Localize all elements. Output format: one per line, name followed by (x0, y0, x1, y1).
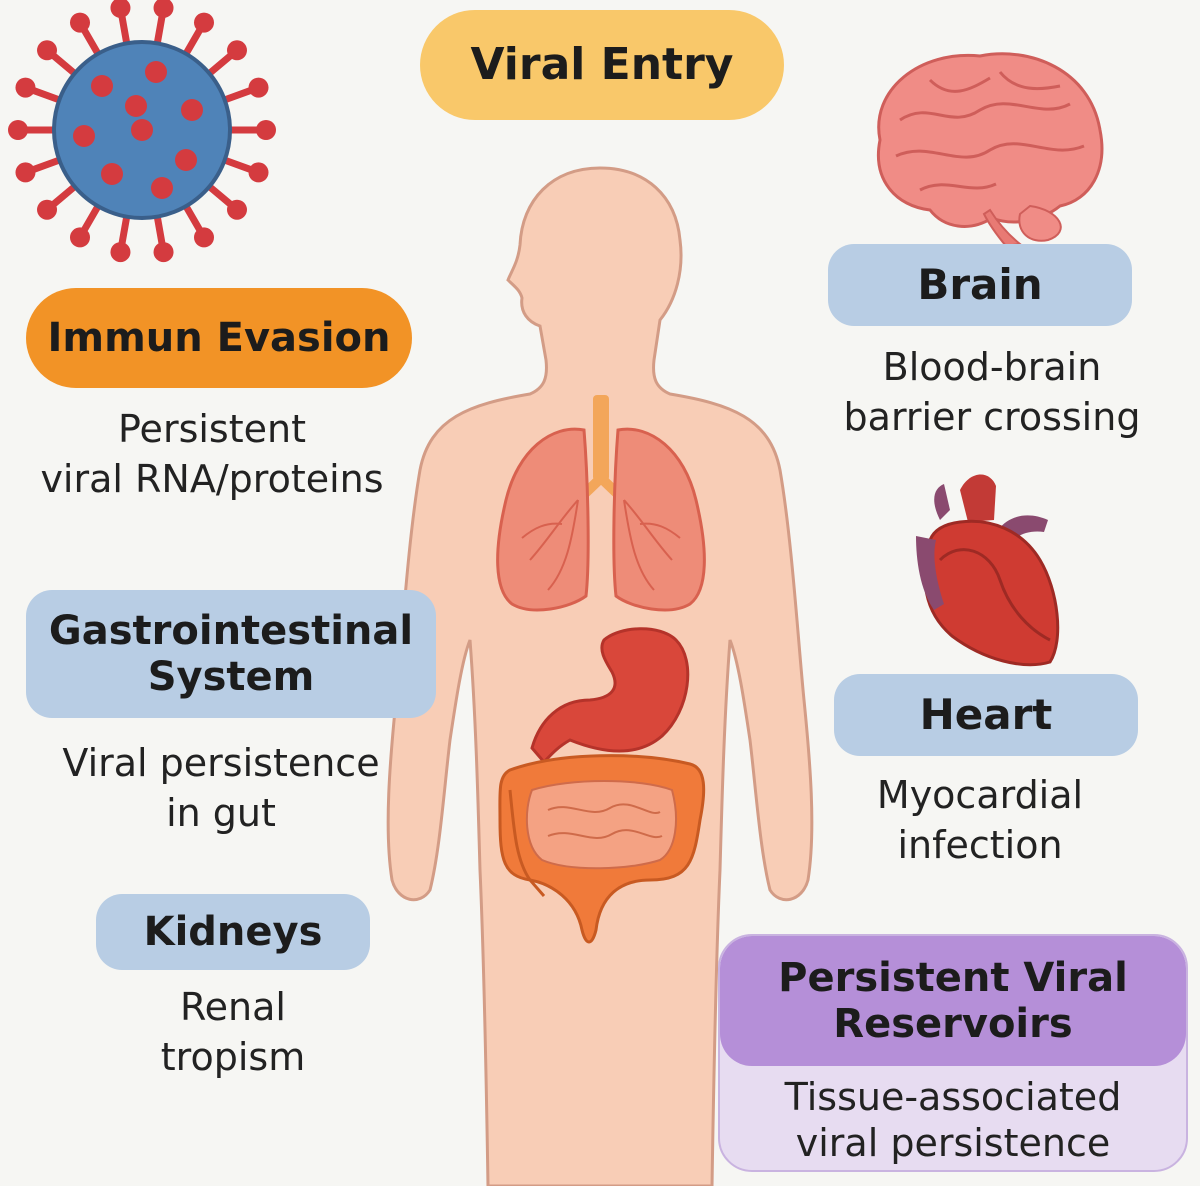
virus-spike-tip (15, 162, 36, 183)
reservoirs-desc-line-2: viral persistence (795, 1121, 1111, 1165)
virus-spike-tip (248, 162, 269, 183)
virus-surface-protein (175, 149, 197, 171)
virus-icon (8, 0, 276, 263)
kidneys-label: Kidneys (96, 894, 370, 970)
virus-spike (25, 85, 67, 105)
gastrointestinal-desc-line-2: in gut (166, 791, 276, 835)
kidneys-description: Renal tropism (96, 982, 370, 1082)
virus-surface-protein (181, 99, 203, 121)
intestines-icon (498, 754, 706, 944)
virus-surface-protein (73, 125, 95, 147)
virus-spike-tip (226, 199, 247, 220)
virus-spike-tip (194, 227, 214, 248)
virus-spike-tip (256, 120, 276, 140)
virus-spike-tip (153, 242, 174, 263)
kidneys-desc-line-2: tropism (160, 1035, 306, 1079)
virus-surface-protein (131, 119, 153, 141)
brain-label: Brain (828, 244, 1132, 326)
virus-spike-tip (248, 77, 269, 98)
virus-surface-protein (125, 95, 147, 117)
virus-spike-tip (110, 0, 131, 18)
virus-spike-tip (153, 0, 174, 18)
brain-icon (877, 52, 1104, 248)
heart-label: Heart (834, 674, 1138, 756)
stomach-icon (530, 627, 690, 765)
virus-spike-tip (226, 40, 247, 61)
immune-evasion-desc-line-1: Persistent (118, 407, 306, 451)
gastrointestinal-label: Gastrointestinal System (26, 590, 436, 718)
virus-spike-tip (37, 199, 58, 220)
virus-spike-tip (194, 12, 214, 33)
kidneys-desc-line-1: Renal (179, 985, 286, 1029)
brain-desc-line-1: Blood-brain (882, 345, 1102, 389)
virus-spike-tip (110, 242, 131, 263)
brain-description: Blood-brain barrier crossing (812, 342, 1172, 442)
human-body-icon (386, 166, 814, 1186)
gastrointestinal-description: Viral persistence in gut (26, 738, 416, 838)
reservoirs-title-line-2: Reservoirs (833, 1001, 1073, 1047)
virus-surface-protein (101, 163, 123, 185)
heart-description: Myocardial infection (820, 770, 1140, 870)
reservoirs-title-line-1: Persistent Viral (778, 955, 1128, 1001)
reservoirs-description: Tissue-associated viral persistence (720, 1074, 1186, 1166)
virus-surface-protein (145, 61, 167, 83)
virus-spike-tip (37, 40, 58, 61)
virus-surface-protein (91, 75, 113, 97)
heart-desc-line-2: infection (897, 823, 1063, 867)
reservoirs-box: Persistent Viral Reservoirs Tissue-assoc… (718, 934, 1188, 1172)
lungs-icon (496, 427, 706, 612)
heart-desc-line-1: Myocardial (876, 773, 1084, 817)
viral-entry-label: Viral Entry (420, 10, 784, 120)
immune-evasion-description: Persistent viral RNA/proteins (26, 404, 398, 504)
gastrointestinal-title-line-2: System (147, 654, 315, 700)
immune-evasion-desc-line-2: viral RNA/proteins (40, 457, 384, 501)
virus-spike-tip (70, 227, 90, 248)
gastrointestinal-title-line-1: Gastrointestinal (48, 608, 414, 654)
gastrointestinal-desc-line-1: Viral persistence (62, 741, 380, 785)
virus-spike-tip (15, 77, 36, 98)
reservoirs-desc-line-1: Tissue-associated (784, 1075, 1122, 1119)
virus-spike-tip (70, 12, 90, 33)
brain-desc-line-2: barrier crossing (843, 395, 1141, 439)
immune-evasion-label: Immun Evasion (26, 288, 412, 388)
reservoirs-label: Persistent Viral Reservoirs (720, 936, 1186, 1066)
virus-surface-protein (151, 177, 173, 199)
virus-spike-tip (8, 120, 28, 140)
heart-icon (916, 474, 1060, 667)
